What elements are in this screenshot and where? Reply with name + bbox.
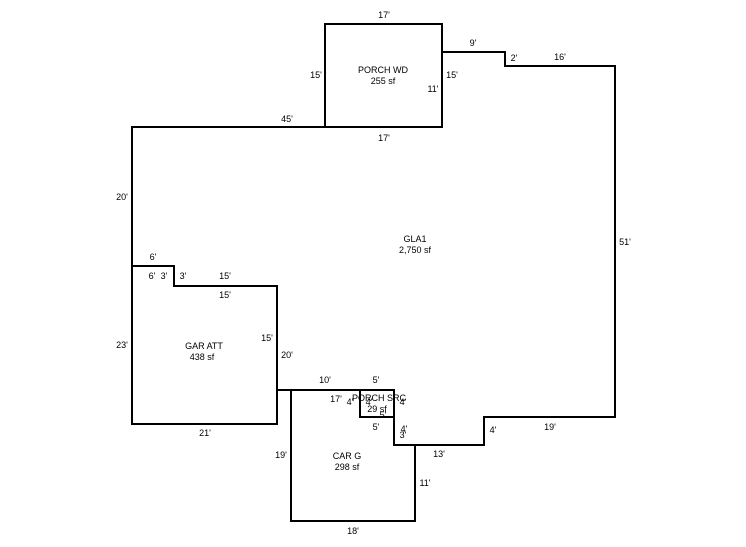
- dim-notch-top-b: 3': [180, 271, 187, 281]
- dim-gla-left-upper: 20': [116, 192, 128, 202]
- car-g-name: CAR G: [333, 451, 362, 461]
- dim-gar-top: 15': [219, 290, 231, 300]
- dim-notch-top: 6': [150, 252, 157, 262]
- porch-src-name: PORCH SRC: [352, 393, 407, 403]
- dim-car-right: 11': [419, 478, 430, 488]
- porch-wd-area: 255 sf: [371, 76, 396, 86]
- car-g-area: 298 sf: [335, 462, 360, 472]
- dim-src-inner-b: 5': [380, 410, 387, 420]
- porch-src-outline: [359, 390, 394, 418]
- dim-gla-mid-left: 20': [281, 350, 293, 360]
- dim-notch-left-a: 6': [149, 271, 156, 281]
- dim-car-left: 19': [275, 450, 287, 460]
- gla1-outline: [131, 51, 616, 446]
- dim-car-step-c: 13': [433, 449, 445, 459]
- dim-src-inner-a: 4': [366, 397, 373, 407]
- dim-gar-right: 15': [261, 333, 273, 343]
- dim-porch-top: 17': [378, 10, 390, 20]
- dim-car-step-b: 3': [400, 430, 407, 440]
- dim-gla-step-up: 4': [490, 425, 497, 435]
- dim-src-right: 4': [400, 397, 407, 407]
- dim-gla-top-step: 9': [470, 38, 477, 48]
- dim-porch-right: 15': [446, 70, 458, 80]
- gla1-name: GLA1: [403, 234, 426, 244]
- dim-gla-step-down: 2': [511, 53, 518, 63]
- dim-porch-right-inner: 11': [427, 84, 438, 94]
- dim-gar-left: 23': [116, 340, 128, 350]
- gar-att-area: 438 sf: [190, 352, 215, 362]
- dim-car-top-left: 17': [330, 394, 342, 404]
- dim-porch-bottom: 17': [378, 133, 390, 143]
- dim-car-step-a: 4': [401, 424, 408, 434]
- gar-att-outline: [131, 266, 278, 425]
- dim-gla-right: 51': [619, 237, 631, 247]
- gar-att-name: GAR ATT: [185, 341, 223, 351]
- porch-src-area: 29 sf: [367, 404, 387, 414]
- dim-gla-top-right: 16': [554, 52, 566, 62]
- porch-wd-name: PORCH WD: [358, 65, 408, 75]
- dim-gar-bottom: 21': [199, 428, 211, 438]
- dim-porch-left: 15': [310, 70, 322, 80]
- dim-src-bottom: 5': [373, 422, 380, 432]
- dim-gla-top-left: 45': [281, 114, 293, 124]
- gla1-area: 2,750 sf: [399, 245, 432, 255]
- dim-notch-down: 3': [161, 271, 168, 281]
- dim-notch-top-c: 15': [219, 271, 231, 281]
- dim-src-left: 4': [347, 397, 354, 407]
- dim-car-bottom: 18': [347, 526, 359, 536]
- dim-gla-bottom-right: 19': [544, 422, 556, 432]
- dim-gla-bottom-a: 10': [319, 375, 331, 385]
- dim-src-top: 5': [373, 375, 380, 385]
- car-g-outline: [290, 390, 416, 522]
